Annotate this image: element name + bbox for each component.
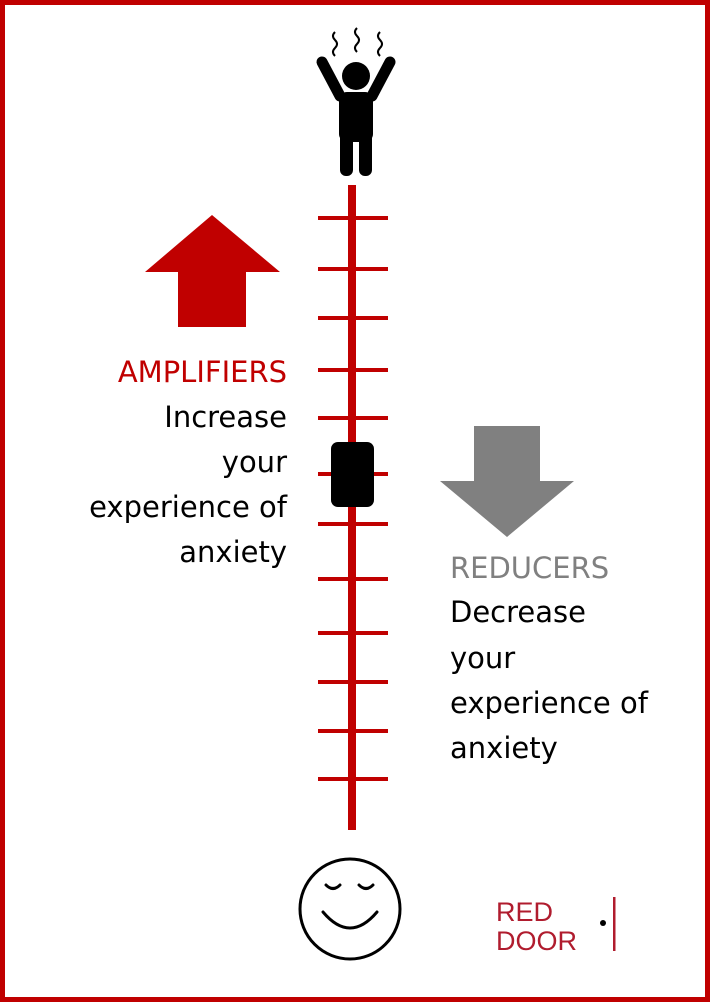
svg-text:DOOR: DOOR [496,926,577,956]
scale-tick [318,368,388,372]
stressed-person-icon [316,27,396,176]
scale-tick [318,631,388,635]
scale-tick [318,216,388,220]
up-arrow-icon [145,215,280,327]
amplifiers-line: experience of [89,490,288,524]
reducers-line: experience of [450,686,649,720]
scale-tick [318,777,388,781]
calm-smiley-face-icon [298,857,402,961]
anxiety-scale [318,185,388,830]
reducers-title: REDUCERS [450,551,609,585]
down-arrow-icon [440,426,574,537]
scale-slider-marker[interactable] [331,442,374,507]
scale-tick [318,522,388,526]
scale-line [348,185,356,830]
scale-tick [318,680,388,684]
scale-tick [318,316,388,320]
reducers-line: Decrease [450,595,586,629]
reducers-text: REDUCERS Decrease your experience of anx… [450,551,649,765]
scale-tick [318,729,388,733]
reducers-line: your [450,641,515,675]
red-door-logo: RED DOOR [496,897,616,956]
amplifiers-text: AMPLIFIERS Increase your experience of a… [89,355,288,569]
amplifiers-line: your [222,445,287,479]
scale-tick [318,267,388,271]
svg-text:RED: RED [496,897,553,927]
amplifiers-line: Increase [164,400,287,434]
scale-tick [318,416,388,420]
amplifiers-line: anxiety [179,535,287,569]
amplifiers-title: AMPLIFIERS [118,355,287,389]
scale-tick [318,577,388,581]
reducers-line: anxiety [450,731,558,765]
